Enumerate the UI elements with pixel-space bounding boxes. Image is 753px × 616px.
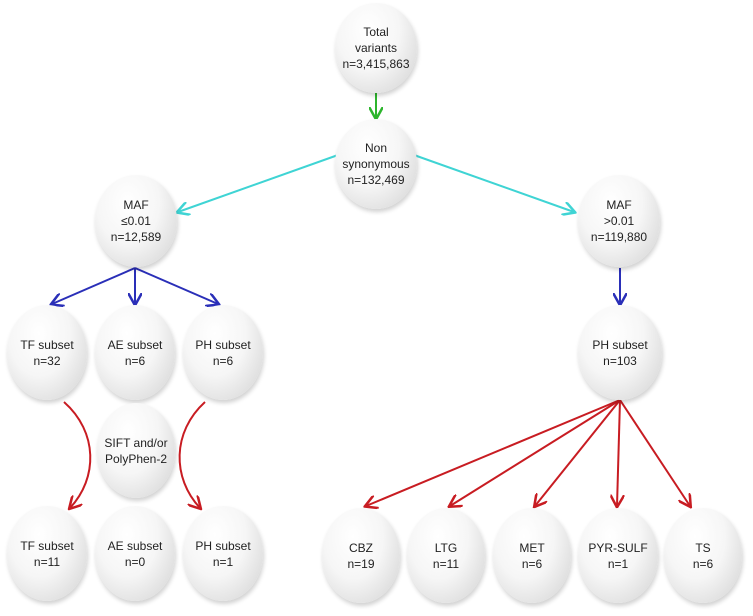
arrow-maf-low-to-ph [134,267,218,304]
node-line: n=1 [212,554,234,569]
node-ph-subset-initial: PH subset n=6 [183,305,263,400]
node-line: PH subset [592,337,648,352]
node-line: MAF [123,198,149,212]
arrow-ph-to-ltg [450,399,621,506]
node-pyr-sulf: PYR-SULF n=1 [578,508,658,603]
node-line: LTG [434,540,458,555]
node-line: Total [363,25,389,39]
arrow-maf-low-to-tf [52,267,136,304]
node-line: ≤0.01 [121,214,151,228]
node-line: AE subset [107,538,163,553]
node-line: n=11 [33,554,61,569]
node-ae-subset-initial: AE subset n=6 [95,305,175,400]
node-line: n=11 [432,556,460,571]
node-line: SIFT and/or [104,435,168,450]
arrow-ph-to-pyr-sulf [617,399,620,506]
node-line: PH subset [195,337,251,352]
node-line: n=19 [347,556,375,571]
node-ph-subset-filtered: PH subset n=1 [183,506,263,601]
node-sift-polyphen-filter: SIFT and/or PolyPhen-2 [97,403,175,498]
node-line: n=119,880 [590,230,648,244]
node-cbz: CBZ n=19 [322,508,400,603]
node-line: n=6 [124,353,146,368]
node-ae-subset-filtered: AE subset n=0 [95,506,175,601]
node-maf-high: MAF >0.01 n=119,880 [578,175,660,267]
node-line: n=12,589 [110,230,162,244]
node-line: TS [695,540,711,555]
node-line: TF subset [20,337,74,352]
node-line: >0.01 [603,214,635,228]
node-line: PYR-SULF [588,540,648,555]
node-ph-subset-maf-high: PH subset n=103 [578,305,662,400]
arrow-ph-filter-curve [178,401,206,508]
node-ltg: LTG n=11 [407,508,485,603]
node-line: PolyPhen-2 [104,451,168,466]
node-line: n=103 [603,353,637,368]
node-tf-subset-filtered: TF subset n=11 [7,506,87,601]
node-line: CBZ [349,540,373,555]
node-ts: TS n=6 [664,508,742,603]
node-line: n=0 [124,554,146,569]
node-line: n=3,415,863 [342,57,410,71]
node-line: n=6 [212,353,234,368]
arrow-ph-to-ts [619,399,690,506]
arrow-nonsynonymous-to-maf-low [178,154,339,212]
arrow-ph-to-met [535,399,621,506]
node-tf-subset-initial: TF subset n=32 [7,305,87,400]
arrow-tf-filter-curve [63,401,92,508]
node-line: n=6 [692,556,714,571]
node-line: n=6 [521,556,543,571]
node-non-synonymous: Non synonymous n=132,469 [335,119,417,209]
arrow-nonsynonymous-to-maf-high [413,154,574,212]
node-line: PH subset [195,538,251,553]
node-met: MET n=6 [493,508,571,603]
node-line: variants [354,41,398,55]
node-line: n=1 [607,556,629,571]
node-line: MET [519,540,545,555]
node-line: synonymous [342,157,410,171]
node-line: AE subset [107,337,163,352]
node-line: TF subset [20,538,74,553]
node-maf-low: MAF ≤0.01 n=12,589 [95,175,177,267]
node-line: MAF [606,198,632,212]
node-total-variants: Total variants n=3,415,863 [335,3,417,93]
node-line: n=132,469 [347,173,405,187]
node-line: n=32 [33,353,61,368]
node-line: Non [364,141,387,155]
arrow-ph-to-cbz [366,399,621,506]
